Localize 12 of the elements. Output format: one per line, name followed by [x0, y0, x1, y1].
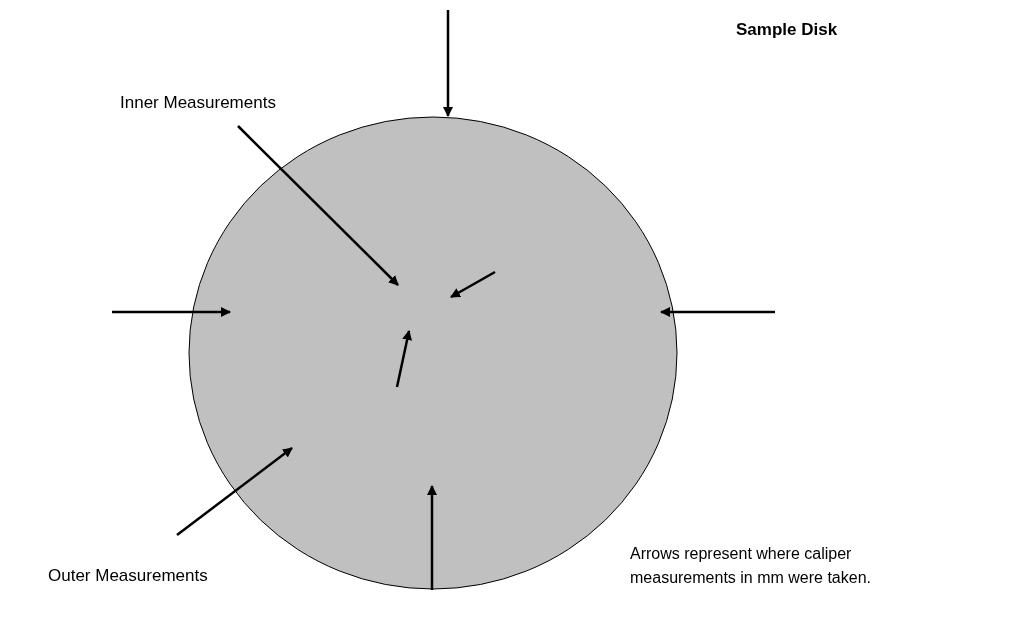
- callout-label: Inner Measurements: [120, 93, 276, 113]
- measurement-arrow: [443, 10, 453, 117]
- measurement-arrow: [112, 307, 231, 317]
- measurement-arrow: [395, 330, 412, 388]
- note-text: Arrows represent where caliper measurements in mm were taken.: [630, 544, 872, 588]
- callout-label: Outer Measurements: [48, 566, 208, 586]
- leader-arrow: [176, 447, 293, 536]
- diagram-title: Sample Disk: [736, 20, 838, 40]
- leader-arrow: [237, 125, 399, 286]
- measurement-arrow: [660, 307, 775, 317]
- measurement-arrow: [427, 485, 437, 590]
- measurement-arrow: [450, 270, 496, 299]
